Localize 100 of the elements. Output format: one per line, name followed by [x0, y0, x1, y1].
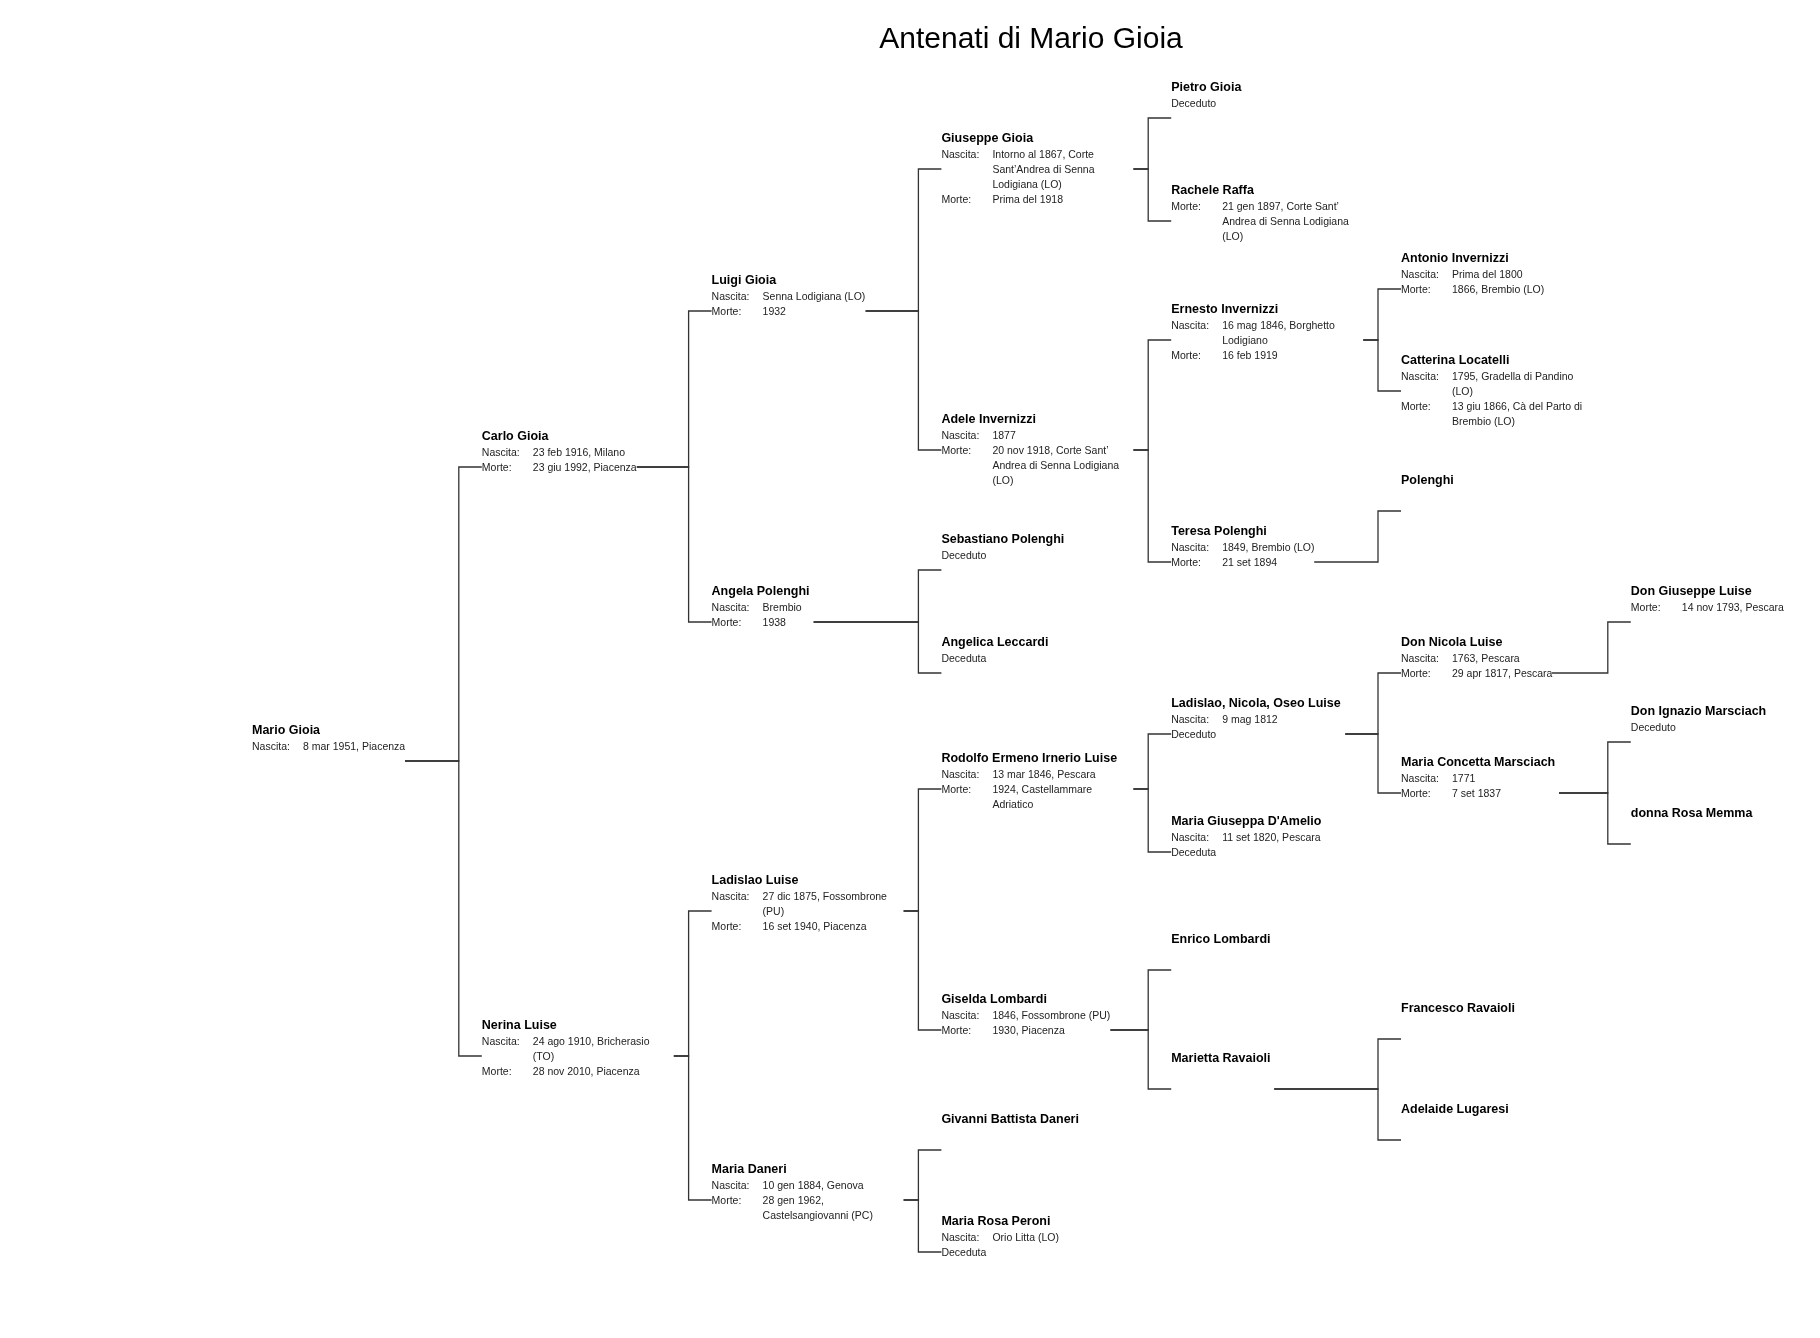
fact-value: 8 mar 1951, Piacenza — [303, 739, 406, 754]
fact-value: Intorno al 1867, Corte Sant’Andrea di Senna Lodigiana (LO) — [992, 147, 1096, 192]
connector-line — [902, 1199, 943, 1253]
fact-value: 21 gen 1897, Corte Sant’ Andrea di Senna Lodigiana (LO) — [1222, 199, 1350, 244]
connector-line — [1132, 168, 1172, 222]
fact-label: Morte: — [711, 919, 743, 934]
fact-label: Nascita: — [1401, 267, 1440, 282]
fact-value: 21 set 1894 — [1222, 555, 1279, 570]
person-name: Marietta Ravaioli — [1171, 1051, 1271, 1065]
fact-label: Morte: — [1401, 666, 1432, 681]
fact-value: 1930, Piacenza — [992, 1023, 1066, 1038]
fact-label: Nascita: — [941, 428, 981, 443]
fact-value: 16 mag 1846, Borghetto Lodigiano — [1222, 318, 1336, 348]
fact-value: 23 feb 1916, Milano — [532, 445, 627, 460]
person-name: Nerina Luise — [481, 1018, 557, 1032]
person-name: Francesco Ravaioli — [1401, 1001, 1515, 1015]
fact-label: Morte: — [941, 1023, 973, 1038]
status-text: Deceduto — [1630, 721, 1676, 733]
fact-value: 1877 — [992, 428, 1017, 443]
fact-label: Nascita: — [941, 147, 981, 162]
fact-value: Senna Lodigiana (LO) — [762, 289, 866, 304]
fact-label: Nascita: — [1171, 540, 1211, 555]
connector-line — [673, 1055, 713, 1201]
fact-label: Nascita: — [711, 889, 751, 904]
fact-value: Orio Litta (LO) — [992, 1230, 1059, 1245]
fact-value: 14 nov 1793, Pescara — [1681, 600, 1784, 615]
fact-label: Morte: — [941, 782, 973, 797]
person-name: Ernesto Invernizzi — [1171, 302, 1279, 316]
person-name: Teresa Polenghi — [1171, 524, 1267, 538]
fact-label: Nascita: — [481, 1034, 521, 1049]
person-name: Rodolfo Ermeno Irnerio Luise — [941, 751, 1118, 765]
fact-value: 1924, Castellammare Adriatico — [992, 782, 1094, 812]
fact-value: Prima del 1918 — [992, 192, 1064, 207]
person-name: Angela Polenghi — [711, 584, 810, 598]
fact-value: 13 mar 1846, Pescara — [992, 767, 1097, 782]
fact-label: Nascita: — [711, 289, 751, 304]
person-name: Pietro Gioia — [1171, 80, 1242, 94]
connector-line — [902, 910, 943, 1031]
fact-label: Morte: — [481, 1064, 513, 1079]
fact-label: Morte: — [1401, 282, 1432, 297]
connector-line — [1313, 510, 1402, 563]
connector-line — [1362, 339, 1402, 392]
fact-value: Brembio — [762, 600, 803, 615]
person-name: donna Rosa Memma — [1630, 806, 1753, 820]
fact-value: 29 apr 1817, Pescara — [1452, 666, 1553, 681]
person-name: Giselda Lombardi — [941, 992, 1047, 1006]
connector-line — [1132, 449, 1172, 563]
fact-value: 27 dic 1875, Fossombrone (PU) — [762, 889, 888, 919]
person-name: Carlo Gioia — [481, 429, 549, 443]
fact-value: 1771 — [1452, 771, 1477, 786]
person-name: Angelica Leccardi — [941, 635, 1049, 649]
fact-label: Morte: — [1401, 399, 1432, 414]
connector-line — [1273, 1088, 1402, 1141]
status-text: Deceduta — [941, 652, 987, 664]
fact-value: 24 ago 1910, Bricherasio (TO) — [532, 1034, 651, 1064]
fact-value: 28 gen 1962, Castelsangiovanni (PC) — [762, 1193, 874, 1223]
fact-value: 28 nov 2010, Piacenza — [532, 1064, 641, 1079]
person-name: Maria Concetta Marsciach — [1401, 755, 1556, 769]
person-name: Sebastiano Polenghi — [941, 532, 1065, 546]
fact-value: 10 gen 1884, Genova — [762, 1178, 865, 1193]
connector-line — [1551, 621, 1632, 674]
fact-value: Prima del 1800 — [1452, 267, 1524, 282]
fact-value: 1932 — [762, 304, 787, 319]
fact-value: 1795, Gradella di Pandino (LO) — [1452, 369, 1575, 399]
fact-label: Nascita: — [1401, 651, 1440, 666]
fact-label: Nascita: — [1401, 369, 1440, 384]
person-name: Maria Giuseppa D'Amelio — [1171, 814, 1322, 828]
fact-value: 1938 — [762, 615, 787, 630]
person-name: Don Ignazio Marsciach — [1630, 704, 1767, 718]
person-name: Adelaide Lugaresi — [1401, 1102, 1509, 1116]
fact-label: Morte: — [941, 443, 973, 458]
connector-line — [864, 310, 943, 451]
fact-value: 7 set 1837 — [1452, 786, 1503, 801]
fact-label: Morte: — [711, 615, 743, 630]
status-text: Deceduto — [1171, 728, 1217, 740]
connector-line — [1558, 792, 1632, 845]
fact-value: 11 set 1820, Pescara — [1222, 830, 1322, 845]
chart-title: Antenati di Mario Gioia — [879, 21, 1183, 54]
person-name: Catterina Locatelli — [1401, 353, 1510, 367]
fact-value: 1866, Brembio (LO) — [1452, 282, 1545, 297]
connector-line — [636, 466, 713, 623]
person-name: Don Giuseppe Luise — [1630, 584, 1752, 598]
connector-line — [812, 621, 943, 674]
fact-value: 16 feb 1919 — [1222, 348, 1279, 363]
person-name: Ladislao, Nicola, Oseo Luise — [1171, 696, 1341, 710]
status-text: Deceduta — [1171, 846, 1217, 858]
person-name: Mario Gioia — [252, 723, 321, 737]
status-text: Deceduto — [941, 549, 987, 561]
connector-line — [1132, 788, 1172, 853]
person-name: Adele Invernizzi — [941, 412, 1036, 426]
fact-label: Nascita: — [941, 767, 981, 782]
fact-label: Nascita: — [711, 1178, 751, 1193]
fact-value: 1846, Fossombrone (PU) — [992, 1008, 1111, 1023]
connector-line — [404, 760, 483, 1057]
fact-label: Nascita: — [941, 1230, 981, 1245]
fact-label: Morte: — [1171, 348, 1202, 363]
fact-value: 1849, Brembio (LO) — [1222, 540, 1315, 555]
fact-label: Morte: — [1630, 600, 1662, 615]
fact-value: 1763, Pescara — [1452, 651, 1521, 666]
fact-label: Nascita: — [941, 1008, 981, 1023]
